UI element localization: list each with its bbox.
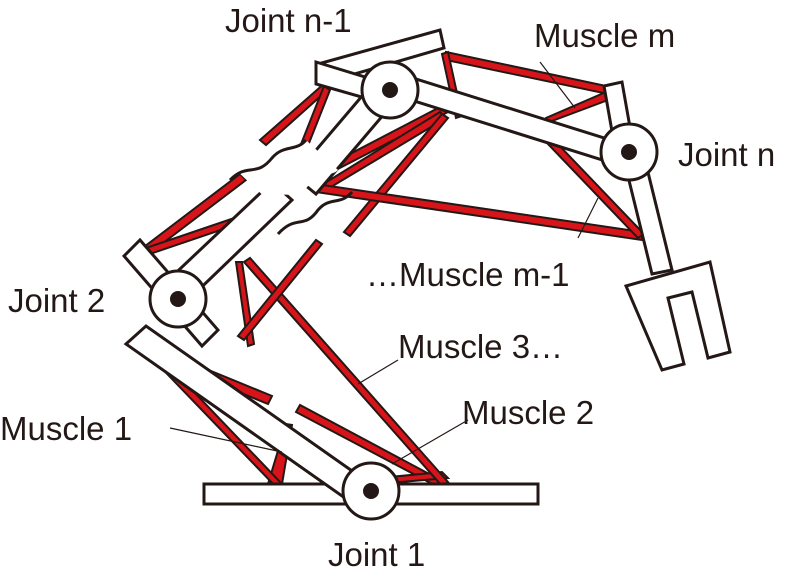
label-muscle-3: Muscle 3… — [398, 328, 563, 365]
gripper — [623, 260, 732, 372]
leader-lines — [169, 61, 599, 465]
joint-n — [599, 122, 659, 182]
joint-2 — [148, 269, 208, 329]
label-joint-n: Joint n — [678, 136, 775, 173]
label-muscle-m: Muscle m — [534, 17, 675, 54]
leader-muscle-2 — [391, 419, 469, 465]
link-break — [228, 138, 354, 236]
muscle-3c — [236, 238, 324, 342]
label-joint-1: Joint 1 — [328, 536, 425, 573]
leader-muscle-m-1 — [577, 197, 599, 239]
muscle-3 — [242, 256, 450, 488]
muscle-m-c — [542, 90, 610, 126]
label-joint-2: Joint 2 — [8, 282, 105, 319]
joint-1 — [341, 461, 401, 521]
label-muscle-m-1: …Muscle m-1 — [366, 256, 570, 293]
muscle-u-e — [342, 112, 450, 238]
label-muscle-2: Muscle 2 — [462, 394, 594, 431]
leader-muscle-3 — [357, 359, 399, 385]
label-joint-n-1: Joint n-1 — [225, 2, 352, 39]
joint-n-1 — [360, 60, 420, 120]
leader-muscle-1 — [169, 427, 283, 453]
leader-muscle-m — [539, 61, 576, 109]
muscle-m — [445, 50, 610, 96]
label-muscle-1: Muscle 1 — [0, 410, 132, 447]
